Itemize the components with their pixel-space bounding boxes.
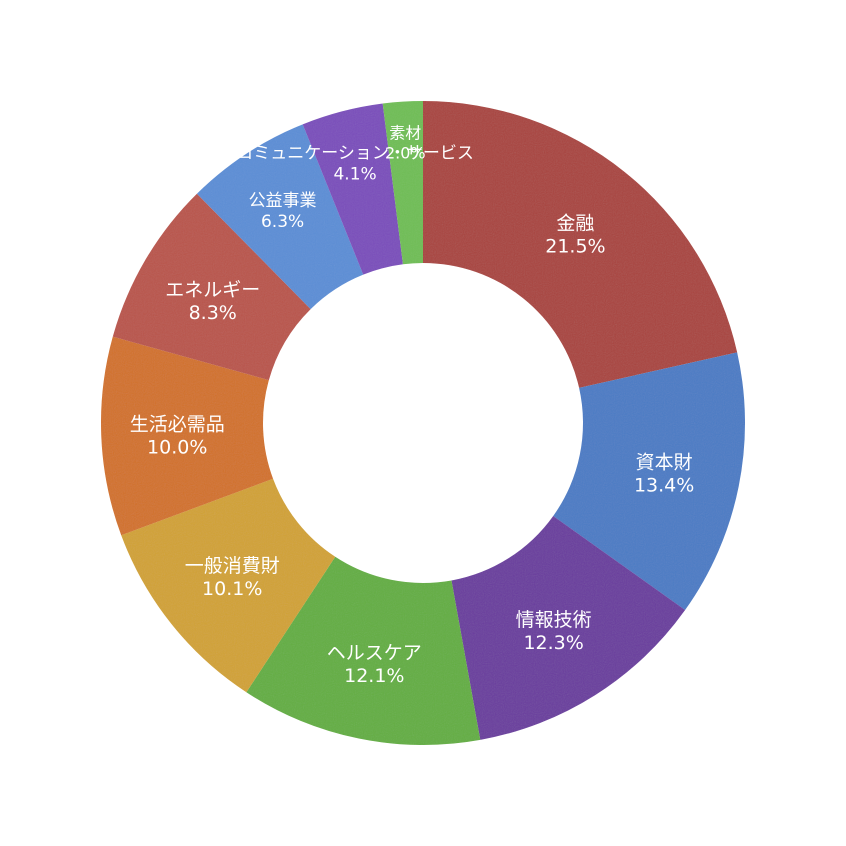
slice-percent-label: 6.3% [261,212,304,232]
slice-name-label: 情報技術 [516,609,592,631]
slice-9 [302,103,403,275]
slice-name-label: ヘルスケア [327,642,422,664]
slice-label-10: 素材2.0% [385,124,426,163]
slice-percent-label: 13.4% [634,475,694,497]
slice-name-label: 金融 [556,212,594,234]
slice-name-label: 生活必需品 [130,413,225,435]
slice-name-label: コミュニケーション・サービス [236,144,474,164]
slice-10 [382,101,423,265]
slice-name-label: エネルギー [165,279,260,301]
slice-percent-label: 12.3% [523,632,583,654]
slice-7 [112,193,311,381]
labels-layer: 金融21.5%資本財13.4%情報技術12.3%ヘルスケア12.1%一般消費財1… [130,124,695,688]
slice-name-label: 公益事業 [249,191,317,211]
slice-5 [121,478,336,693]
slice-percent-label: 4.1% [333,165,376,185]
slice-percent-label: 21.5% [545,235,605,257]
slice-8 [196,124,364,310]
slice-4 [246,556,481,745]
slice-3 [451,515,686,740]
slice-percent-label: 10.1% [202,578,262,600]
slice-1 [423,101,738,388]
slice-percent-label: 8.3% [189,302,237,324]
slice-name-label: 一般消費財 [185,555,280,577]
slice-6 [100,336,274,536]
slice-2 [553,352,745,611]
slice-percent-label: 10.0% [147,436,207,458]
slice-name-label: 素材 [389,124,421,143]
slice-percent-label: 2.0% [385,144,426,163]
slices-layer [100,101,745,745]
slice-percent-label: 12.1% [344,665,404,687]
slice-name-label: 資本財 [636,452,693,474]
